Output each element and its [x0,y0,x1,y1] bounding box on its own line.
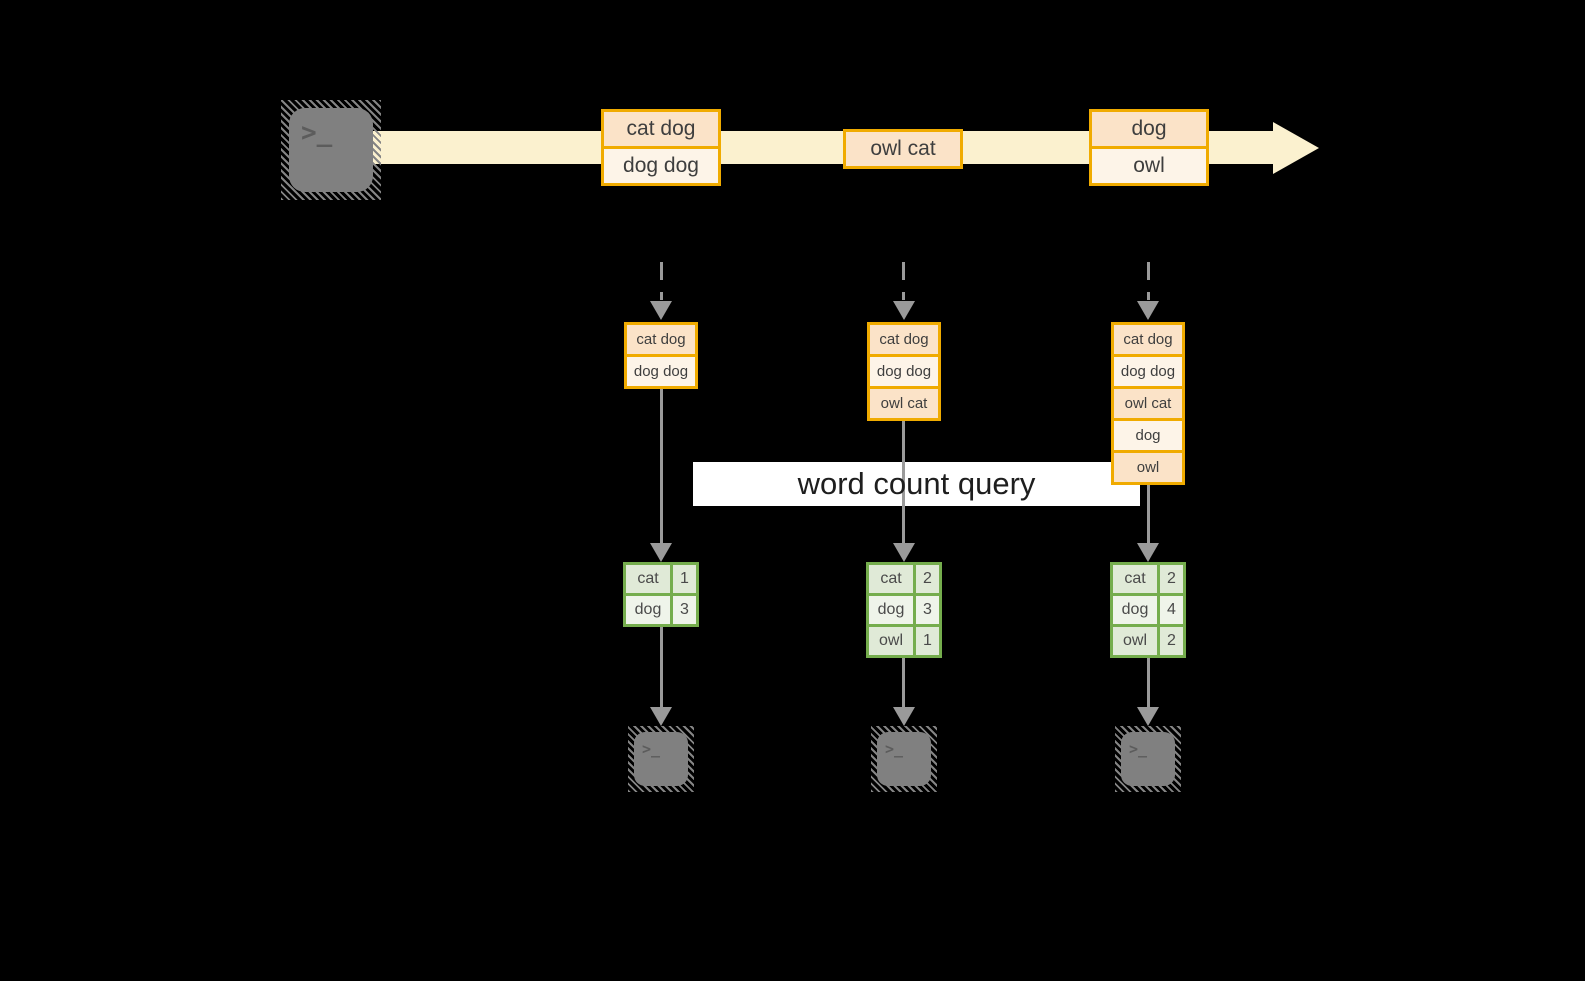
terminal-prompt-glyph: >_ [1121,732,1175,786]
output-terminal-icon: >_ [628,726,694,792]
accumulated-line: owl [1114,453,1182,482]
arrowhead-icon [650,707,672,726]
arrowhead-icon [893,301,915,320]
count-value: 1 [673,565,696,593]
count-value: 3 [916,596,939,624]
accumulated-line: owl cat [1114,389,1182,418]
count-word: dog [626,596,670,624]
count-row: cat 2 [869,565,939,593]
arrowhead-icon [650,301,672,320]
count-value: 4 [1160,596,1183,624]
connector-line [902,421,905,543]
arrowhead-icon [650,543,672,562]
count-row: dog 3 [626,596,696,624]
count-row: dog 4 [1113,596,1183,624]
count-value: 2 [1160,565,1183,593]
stream-arrowhead-icon [1273,122,1319,174]
count-value: 2 [1160,627,1183,655]
accumulated-input-1: cat dog dog dog [624,322,698,389]
output-terminal-icon: >_ [1115,726,1181,792]
query-banner-label: word count query [797,466,1036,501]
dashed-arrow-line [902,262,905,300]
connector-line [660,389,663,543]
accumulated-input-3: cat dog dog dog owl cat dog owl [1111,322,1185,485]
source-terminal-icon: >_ [281,100,381,200]
count-word: owl [1113,627,1157,655]
accumulated-line: dog dog [1114,357,1182,386]
count-row: owl 1 [869,627,939,655]
connector-line [1147,658,1150,707]
accumulated-line: cat dog [1114,325,1182,354]
stream-event-1: cat dog dog dog [601,109,721,186]
query-banner: word count query [693,462,1140,506]
arrowhead-icon [1137,301,1159,320]
count-word: owl [869,627,913,655]
event-line: dog [1092,112,1206,146]
count-row: cat 2 [1113,565,1183,593]
arrowhead-icon [893,543,915,562]
event-line: owl [1092,149,1206,183]
count-value: 1 [916,627,939,655]
arrowhead-icon [893,707,915,726]
accumulated-input-2: cat dog dog dog owl cat [867,322,941,421]
event-line: cat dog [604,112,718,146]
count-table-3: cat 2 dog 4 owl 2 [1110,562,1186,658]
accumulated-line: dog [1114,421,1182,450]
arrowhead-icon [1137,543,1159,562]
count-word: cat [1113,565,1157,593]
event-line: dog dog [604,149,718,183]
count-row: owl 2 [1113,627,1183,655]
connector-line [1147,485,1150,543]
terminal-prompt-glyph: >_ [877,732,931,786]
count-row: dog 3 [869,596,939,624]
accumulated-line: dog dog [627,357,695,386]
output-terminal-icon: >_ [871,726,937,792]
count-value: 2 [916,565,939,593]
stream-event-3: dog owl [1089,109,1209,186]
count-word: dog [1113,596,1157,624]
count-word: cat [626,565,670,593]
terminal-prompt-glyph: >_ [634,732,688,786]
event-line: owl cat [846,132,960,166]
count-row: cat 1 [626,565,696,593]
dashed-arrow-line [660,262,663,300]
accumulated-line: dog dog [870,357,938,386]
connector-line [660,627,663,707]
count-word: dog [869,596,913,624]
count-value: 3 [673,596,696,624]
terminal-prompt-glyph: >_ [289,108,373,192]
accumulated-line: cat dog [870,325,938,354]
accumulated-line: cat dog [627,325,695,354]
accumulated-line: owl cat [870,389,938,418]
stream-event-2: owl cat [843,129,963,169]
count-table-2: cat 2 dog 3 owl 1 [866,562,942,658]
dashed-arrow-line [1147,262,1150,300]
arrowhead-icon [1137,707,1159,726]
connector-line [902,658,905,707]
count-word: cat [869,565,913,593]
count-table-1: cat 1 dog 3 [623,562,699,627]
